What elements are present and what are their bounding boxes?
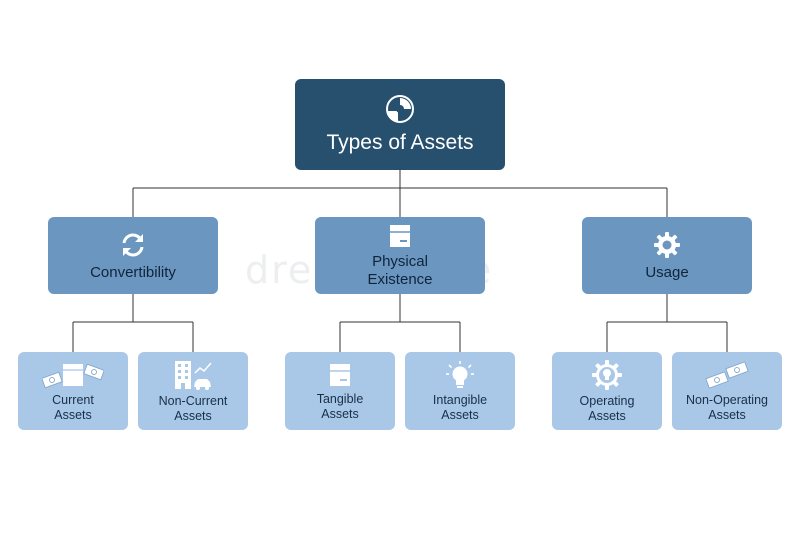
category-label: Usage — [645, 263, 689, 281]
leaf-non-current-assets: Non-Current Assets — [138, 352, 248, 430]
leaf-label-line2: Assets — [441, 407, 479, 422]
category-label-line2: Existence — [367, 270, 433, 288]
leaf-label-line2: Assets — [174, 408, 212, 423]
leaf-label: Current Assets — [52, 393, 94, 422]
leaf-label-line1: Non-Current — [158, 394, 228, 409]
category-usage: Usage — [582, 217, 752, 294]
category-label: Physical Existence — [367, 253, 432, 288]
category-label-line1: Physical — [372, 253, 428, 271]
leaf-label-line1: Tangible — [316, 392, 364, 407]
leaf-label-line2: Assets — [708, 407, 746, 422]
leaf-intangible-assets: Intangible Assets — [405, 352, 515, 430]
leaf-label: Intangible Assets — [433, 393, 487, 422]
leaf-label: Non-Current Assets — [159, 394, 228, 423]
root-node: Types of Assets — [295, 79, 505, 170]
leaf-label-line2: Assets — [321, 406, 359, 421]
leaf-label: Non-Operating Assets — [686, 393, 768, 422]
leaf-tangible-assets: Tangible Assets — [285, 352, 395, 430]
leaf-label-line1: Operating — [579, 394, 635, 409]
leaf-label-line1: Non-Operating — [686, 393, 768, 408]
box-icon — [390, 225, 410, 248]
building-car-icon — [175, 361, 212, 391]
box-icon — [330, 364, 350, 387]
leaf-non-operating-assets: Non-Operating Assets — [672, 352, 782, 430]
leaf-operating-assets: Operating Assets — [552, 352, 662, 430]
leaf-current-assets: Current Assets — [18, 352, 128, 430]
cash-notes-icon — [705, 361, 749, 389]
category-physical-existence: Physical Existence — [315, 217, 485, 294]
leaf-label-line2: Assets — [54, 407, 92, 422]
leaf-label-line1: Current — [52, 393, 94, 408]
refresh-arrows-icon — [122, 233, 144, 257]
gear-bulb-icon — [592, 360, 622, 391]
pie-chart-icon — [386, 95, 414, 124]
lightbulb-icon — [446, 361, 474, 389]
category-label: Convertibility — [90, 263, 176, 281]
leaf-label: Operating Assets — [580, 394, 635, 423]
gear-icon — [654, 231, 680, 258]
root-label: Types of Assets — [326, 131, 474, 155]
category-convertibility: Convertibility — [48, 217, 218, 294]
leaf-label-line1: Intangible — [432, 393, 488, 408]
leaf-label-line2: Assets — [588, 408, 626, 423]
cash-box-icon — [42, 363, 104, 389]
leaf-label: Tangible Assets — [317, 392, 364, 421]
